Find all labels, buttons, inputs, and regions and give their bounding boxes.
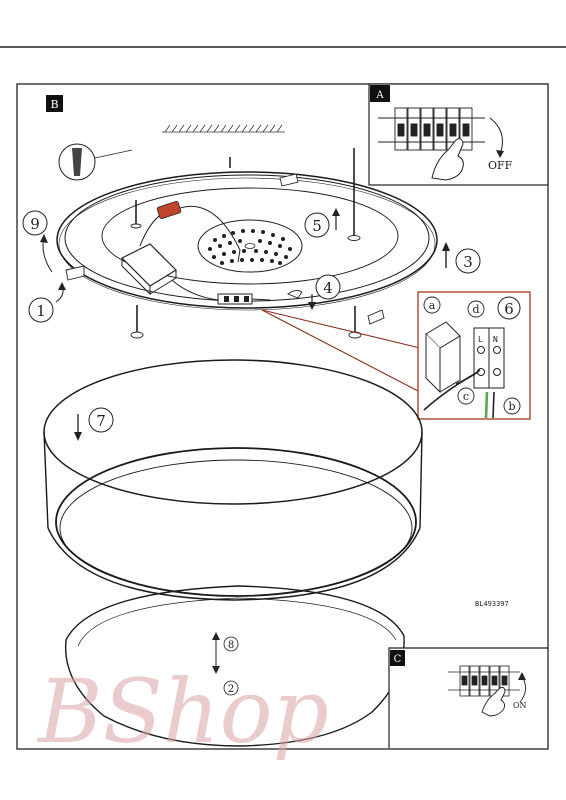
- step-4: 4: [308, 275, 340, 310]
- step-9: 9: [23, 211, 52, 272]
- terminal-l-label: L: [478, 335, 483, 344]
- terminal-block: [218, 294, 270, 304]
- inset-a-letter: A: [375, 90, 384, 101]
- vent-disc: [198, 220, 302, 272]
- drum-inner-rim: [56, 448, 416, 596]
- wiring-label-a: a: [429, 299, 436, 312]
- step-7-number: 7: [96, 412, 106, 430]
- wiring-label-b: b: [508, 400, 515, 413]
- panel-b-letter: B: [50, 98, 58, 111]
- inset-a-panel: A OFF: [369, 84, 548, 185]
- wiring-label-d: d: [472, 303, 479, 316]
- step-5-number: 5: [312, 217, 322, 235]
- step-3: 3: [442, 242, 480, 273]
- panel-b-badge: B: [46, 95, 63, 112]
- wiring-step-6-number: 6: [504, 300, 514, 318]
- connector-orange: [157, 201, 182, 219]
- step-1-number: 1: [36, 302, 46, 320]
- step-5: 5: [305, 208, 340, 237]
- wiring-inset: L N a b c d 6: [418, 292, 530, 419]
- step-4-number: 4: [323, 279, 333, 297]
- callout-lines: [262, 310, 420, 392]
- lampshade-drum: [44, 360, 422, 600]
- ground-wire: [486, 392, 487, 418]
- inset-c-on-label: ON: [513, 701, 527, 710]
- hand-icon-bottom: [482, 688, 505, 717]
- step-7: 7: [74, 408, 113, 441]
- step-9-number: 9: [30, 215, 40, 233]
- terminal-n-label: N: [493, 335, 498, 344]
- figure-code: BL493397: [475, 600, 509, 608]
- step-8-number: 8: [228, 640, 234, 651]
- step-3-number: 3: [463, 253, 473, 271]
- drum-bottom-edge: [48, 528, 420, 600]
- inset-c-panel: C ON: [389, 648, 548, 748]
- inset-c-letter: C: [394, 654, 402, 665]
- wiring-label-c: c: [463, 390, 469, 403]
- screw-hint: [59, 144, 132, 180]
- step-1: 1: [29, 282, 66, 322]
- inset-a-off-label: OFF: [488, 159, 513, 172]
- ceiling-hatch: [162, 125, 285, 132]
- watermark: BShop: [36, 660, 329, 763]
- wiring-step-6: 6: [498, 297, 520, 319]
